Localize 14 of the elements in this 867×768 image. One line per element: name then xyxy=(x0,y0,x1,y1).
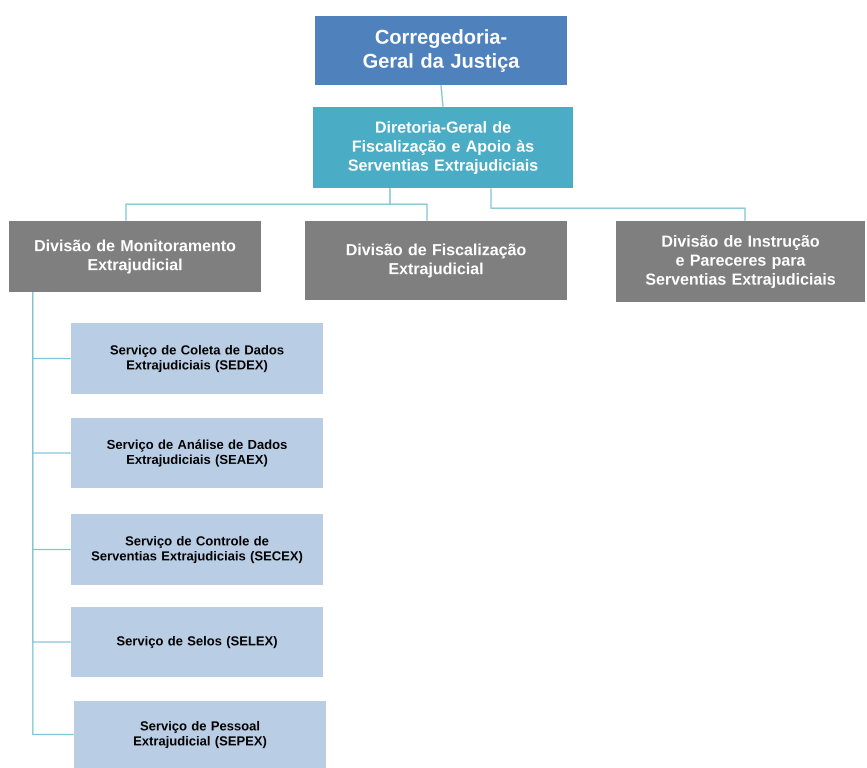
title-box: Corregedoria-Geral da Justiça xyxy=(315,16,567,85)
service-box: Serviço de Controle de Serventias Extrajudiciais (SECEX) xyxy=(71,514,323,585)
connector-line xyxy=(490,188,746,221)
connector-line xyxy=(32,292,74,736)
division-box: Divisão de Monitoramento Extrajudicial xyxy=(9,221,261,292)
service-box: Serviço de Selos (SELEX) xyxy=(71,607,323,677)
connector-line xyxy=(440,85,444,107)
connector-line xyxy=(389,188,428,221)
service-box: Serviço de Análise de Dados Extrajudiciais (SEAEX) xyxy=(71,418,323,488)
service-box: Serviço de Coleta de Dados Extrajudiciais (SEDEX) xyxy=(71,323,323,394)
division-box: Divisão de Fiscalização Extrajudicial xyxy=(305,221,567,300)
service-box: Serviço de Pessoal Extrajudicial (SEPEX) xyxy=(74,701,326,768)
directorate-box: Diretoria-Geral de Fiscalização e Apoio às Serventias Extrajudiciais xyxy=(313,107,573,188)
division-box: Divisão de Instrução e Pareceres para Serventias Extrajudiciais xyxy=(616,221,866,302)
